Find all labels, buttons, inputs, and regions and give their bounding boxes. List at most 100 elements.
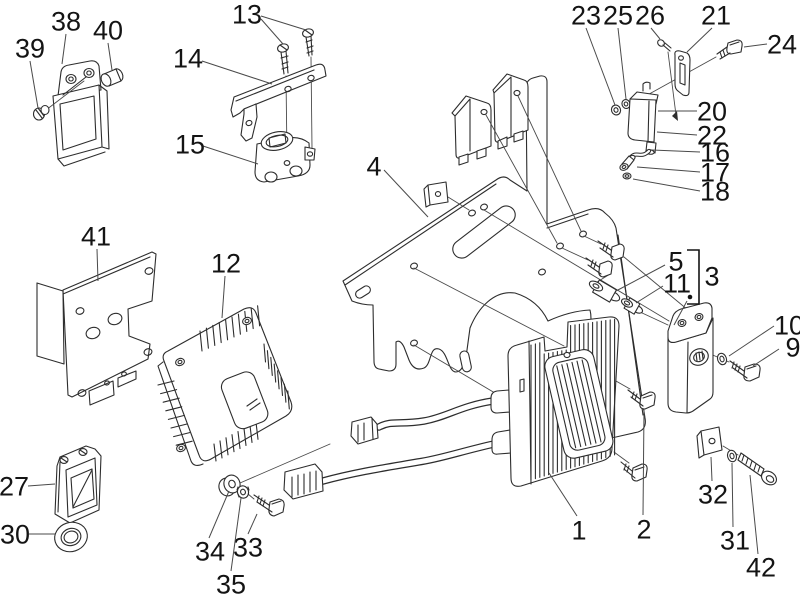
part-label-35: 35 [216,570,246,600]
leader-line-40 [107,42,113,71]
leader-line-35 [230,497,242,572]
group-bracket-3 [687,249,700,305]
leader-line-11 [635,285,664,304]
leader-line-4 [383,169,429,218]
part-label-26: 26 [635,1,665,31]
leader-line-1 [548,472,578,517]
leader-line-15 [202,145,259,165]
leader-line-24 [743,43,768,48]
leader-line-34 [208,490,230,539]
leader-line-5 [615,264,666,292]
part-38-mount-bracket [45,60,110,167]
part-label-5: 5 [668,247,683,277]
leader-line-13 [260,18,284,45]
part-31-washer [726,449,738,463]
part-label-34: 34 [195,537,225,567]
leader-line-27 [27,483,56,487]
part-label-30: 30 [0,520,30,550]
part-label-20: 20 [697,97,727,127]
part-label-27: 27 [0,472,29,502]
part-24-bolt [716,39,743,60]
leader-line-14 [201,60,273,85]
part-20-canister [627,81,659,143]
leader-line-3 [673,300,688,326]
part-label-9: 9 [785,333,800,363]
part-39-screw [32,104,50,121]
leader-line-21 [686,27,713,53]
part-label-12: 12 [211,249,241,279]
part-3-rubber-mount [667,302,714,414]
part-14-support-bracket [230,63,327,142]
part-10-washer [716,352,728,366]
part-label-32: 32 [698,480,728,510]
leader-line-23 [585,27,616,106]
plate-screws [585,240,625,278]
part-12-heatsink [157,305,293,467]
part-label-41: 41 [81,222,111,252]
part-label-1: 1 [571,516,586,546]
part-27-module [54,445,102,524]
part-34-washer [218,474,241,497]
leader-line-22 [656,131,698,136]
leader-line-13 [260,15,307,31]
leader-line-25 [617,27,627,100]
leader-line-12 [221,275,226,319]
part-label-14: 14 [173,44,203,74]
part-label-17: 17 [700,158,730,188]
part-label-18: 18 [700,177,730,207]
part-label-4: 4 [366,152,381,182]
part-label-24: 24 [767,30,797,60]
leader-line-17 [636,166,701,173]
leader-line-41 [96,248,99,282]
part-label-11: 11 [663,269,691,299]
part-32-clip-nut [696,426,723,459]
part-label-31: 31 [720,526,750,556]
leader-line-31 [731,462,734,528]
part-23-washer [610,104,622,116]
part-42-screw [737,452,778,486]
part-9-bolt [729,360,761,382]
part-5-spacer [588,279,621,303]
leader-line-26 [650,27,661,40]
leader-line-32 [710,456,713,482]
part-30-grommet [54,521,88,553]
part-11-spacer [620,297,644,315]
part-15-sensor-body [254,131,316,183]
leader-line-10 [728,325,775,357]
leader-line-9 [752,348,780,367]
part-label-42: 42 [746,553,776,583]
part-label-16: 16 [700,138,730,168]
part-35-nut [236,485,250,499]
part-33-bolt [253,494,285,517]
leader-line-18 [632,178,701,192]
part-label-13: 13 [232,0,262,30]
part-21-bracket [674,50,691,97]
leader-line-2 [642,409,645,516]
part-label-2: 2 [636,515,651,545]
part-label-10: 10 [774,311,800,341]
part-40-spacer-bush [100,68,124,87]
leader-line-33 [247,513,258,535]
leader-line-38 [61,33,67,65]
part-label-38: 38 [51,7,81,37]
part-label-3: 3 [704,262,719,292]
wiring-harness [283,397,498,500]
part-label-15: 15 [175,130,205,160]
part-26-screw [657,39,672,52]
part-label-25: 25 [603,1,633,31]
leader-line-42 [749,474,759,555]
part-label-23: 23 [571,1,601,31]
part-41-plate [36,251,157,406]
part-label-40: 40 [93,16,123,46]
leader-line-39 [29,60,39,109]
part-label-39: 39 [15,34,45,64]
part-label-33: 33 [233,533,263,563]
part-label-21: 21 [701,1,731,31]
part-17-elbow-fitting [619,154,636,171]
part-label-22: 22 [697,121,727,151]
anchor-dot-3 [687,294,693,300]
leader-line-16 [651,149,701,153]
